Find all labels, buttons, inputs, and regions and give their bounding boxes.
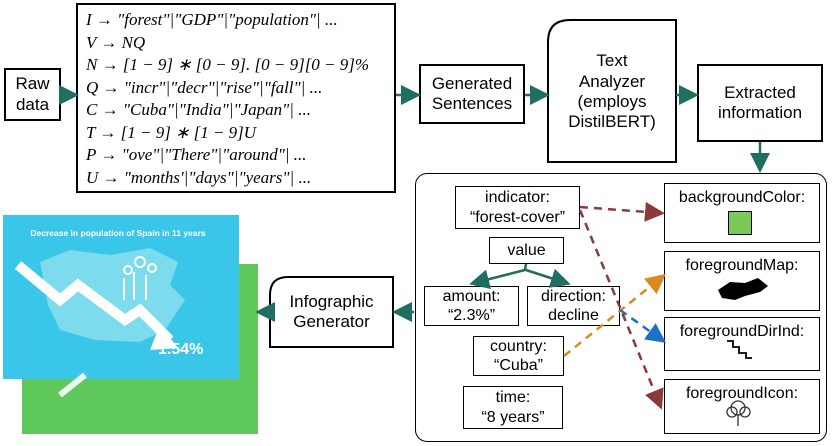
infographic-title: Decrease in population of Spain in 11 ye…	[30, 228, 206, 238]
foreground-icon-box: foregroundIcon:	[664, 379, 820, 434]
dashed-indicator-to-icon	[578, 209, 664, 410]
arrow-value-to-amount	[469, 263, 528, 289]
grammar-rule: I → "forest"|"GDP"|"population"| ...	[86, 10, 338, 29]
foreground-map-label: foregroundMap:	[685, 257, 799, 274]
foreground-dir-label: foregroundDirInd:	[679, 323, 805, 340]
foreground-map-box: foregroundMap:	[664, 251, 820, 311]
decline-arrow	[14, 261, 174, 344]
analyzer-label-4: DistilBERT)	[568, 112, 656, 132]
grammar-rule: T → [1 − 9] ∗ [1 − 9]U	[86, 122, 257, 142]
dashed-indicator-to-bgcolor	[579, 201, 665, 222]
infographic-number: 1.54%	[158, 341, 204, 358]
country-label: country:	[490, 337, 547, 355]
country-value: “Cuba”	[494, 357, 543, 374]
time-value: “8 years”	[481, 408, 545, 426]
grammar-rule: Q → "incr"|"decr"|"rise"|"fall"| ...	[86, 77, 323, 97]
grammar-rule: V → NQ	[86, 32, 146, 52]
dashed-country-to-map	[563, 273, 666, 357]
indicator-box: indicator: “forest-cover”	[455, 186, 580, 229]
amount-label: amount:	[442, 287, 501, 305]
cuba-map-icon	[718, 278, 768, 300]
stair-down-icon	[727, 340, 752, 359]
text-analyzer-box: Text Analyzer (employs DistilBERT)	[548, 24, 676, 160]
direction-label: direction:	[541, 287, 606, 305]
generated-label-1: Generated	[431, 73, 513, 93]
direction-box: direction: decline	[527, 286, 620, 326]
foreground-dir-box: foregroundDirInd:	[664, 317, 820, 371]
raw-data-label-1: Raw	[15, 74, 50, 94]
arrow-value-to-direction	[525, 268, 571, 288]
time-label: time:	[495, 389, 531, 407]
analyzer-label-1: Text	[596, 51, 628, 71]
extracted-label-2: information	[717, 103, 803, 122]
amount-box: amount: “2.3%”	[424, 286, 519, 326]
value-box: value	[489, 237, 564, 264]
analyzer-label-2: Analyzer	[578, 71, 646, 91]
direction-value: decline	[548, 307, 599, 324]
country-box: country: “Cuba”	[473, 336, 564, 376]
color-swatch	[728, 211, 752, 235]
grammar-rule: C → "Cuba"|"India"|"Japan"| ...	[86, 100, 311, 119]
raw-data-label-2: data	[15, 94, 50, 114]
background-color-label: backgroundColor:	[678, 189, 806, 206]
generator-label-2: Generator	[293, 312, 370, 331]
time-box: time: “8 years”	[463, 386, 563, 429]
foreground-icon-label: foregroundIcon:	[685, 385, 799, 402]
grammar-rule: U → "months'|"days"|"years"| ...	[86, 167, 312, 187]
grammar-rule: N → [1 − 9] ∗ [0 − 9]. [0 − 9][0 − 9]%	[86, 55, 370, 74]
generated-sentences-box: Generated Sentences	[419, 64, 525, 124]
indicator-value: “forest-cover”	[469, 208, 566, 226]
analyzer-label-3: (employs	[577, 92, 647, 111]
dashed-direction-to-dirind	[619, 308, 667, 343]
generated-label-2: Sentences	[431, 94, 513, 113]
generator-label-1: Infographic	[289, 291, 374, 311]
tree-icon	[726, 400, 751, 426]
raw-data-box: Raw data	[4, 68, 61, 121]
family-icon	[123, 256, 157, 300]
indicator-label: indicator:	[485, 189, 550, 207]
grammar-rule: P → "ove"|"There"|"around"| ...	[86, 145, 307, 164]
extracted-label-1: Extracted	[724, 82, 796, 102]
infographic-generator-box: Infographic Generator	[270, 278, 393, 346]
amount-value: “2.3%”	[447, 307, 496, 324]
extraction-panel	[415, 173, 827, 442]
